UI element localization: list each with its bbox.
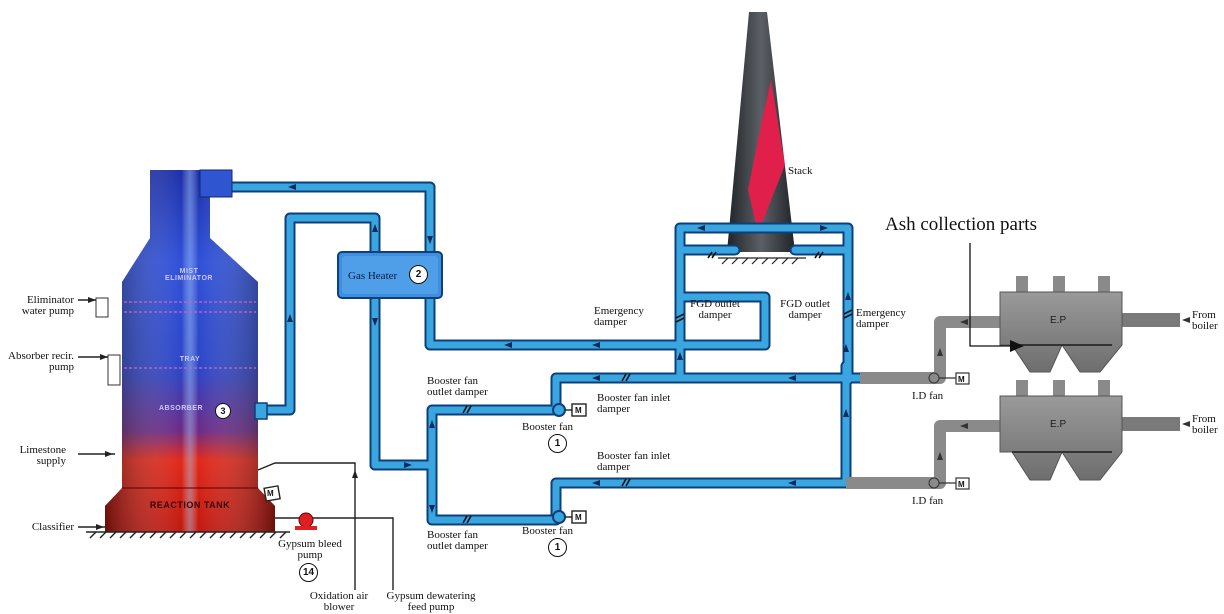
pipe-arrows [88,297,358,530]
reaction-tank-motor [263,485,281,502]
tray-label: TRAY [179,356,201,363]
ash-pointer-arrowhead [1010,340,1024,352]
absorber-pump-box [107,354,121,386]
booster-fan-bottom-label: Booster fan [522,525,574,537]
absorber-tower [86,169,290,539]
reaction-tank-motor-label: M [267,489,274,498]
ep-top-label: E.P [1050,315,1067,326]
id-fan-top-motor: M [958,375,965,384]
from-boiler-bottom-label: From boiler [1192,414,1218,436]
diagram-title: Ash collection parts [885,214,1037,235]
id-fan-bottom [928,477,970,490]
booster-fan-bottom-number: 1 [548,538,567,557]
fgd-outlet-damper-left-label: FGD outlet damper [690,298,740,321]
absorber-pump-label: Absorber recir. pump [8,350,74,373]
gray-duct-arrows [937,317,1190,460]
reaction-tank-label: REACTION TANK [149,500,231,510]
booster-outlet-damper-bottom-label: Booster fan outlet damper [427,529,488,552]
booster-fan-top-label: Booster fan [522,421,574,433]
ep-top [999,276,1123,373]
stack-ground [718,257,806,265]
absorber-outlet-nozzle [199,169,233,198]
booster-inlet-damper-top-label: Booster fan inlet damper [597,392,671,415]
id-fan-bottom-label: I.D fan [912,495,944,507]
ep-bottom [999,380,1123,481]
booster-fan-top-motor: M [575,406,582,415]
damper-marks [462,251,853,524]
booster-fan-bottom-motor: M [575,513,582,522]
booster-fan-top-number: 1 [548,434,567,453]
absorber-gas-inlet [254,402,268,420]
id-fan-top-label: I.D fan [912,390,944,402]
booster-inlet-damper-bottom-label: Booster fan inlet damper [597,450,671,473]
mist-eliminator-label: MIST ELIMINATOR [165,268,213,282]
gas-heater-label: Gas Heater [348,270,398,282]
gypsum-bleed-number: 14 [299,563,318,582]
ash-collection-pointer [969,243,1010,347]
booster-fan-top [552,403,587,417]
fgd-outlet-damper-right-label: FGD outlet damper [780,298,830,321]
eliminator-pump-box [95,297,109,318]
oxidation-blower-label: Oxidation air blower [309,590,369,613]
eliminator-pump-label: Eliminator water pump [21,294,74,317]
absorber-number: 3 [215,403,231,419]
id-fan-top [928,372,970,385]
limestone-label: Limestone supply [19,444,66,467]
stack [718,12,806,265]
id-fan-bottom-motor: M [958,480,965,489]
ep-bottom-label: E.P [1050,419,1067,430]
from-boiler-top-label: From boiler [1192,310,1218,332]
flow-arrows [287,184,851,513]
emergency-damper-right-label: Emergency damper [856,307,906,330]
gypsum-dewatering-label: Gypsum dewatering feed pump [386,590,476,613]
gas-heater-number: 2 [409,265,428,284]
booster-outlet-damper-top-label: Booster fan outlet damper [427,375,488,398]
gypsum-bleed-pump [295,512,317,530]
stack-red-band [748,80,785,233]
gypsum-bleed-pump-label: Gypsum bleed pump [278,538,342,561]
booster-fan-bottom [552,510,587,524]
absorber-label: ABSORBER [158,405,204,412]
stack-label: Stack [788,165,813,177]
emergency-damper-left-label: Emergency damper [594,305,644,328]
classifier-label: Classifier [31,521,74,533]
